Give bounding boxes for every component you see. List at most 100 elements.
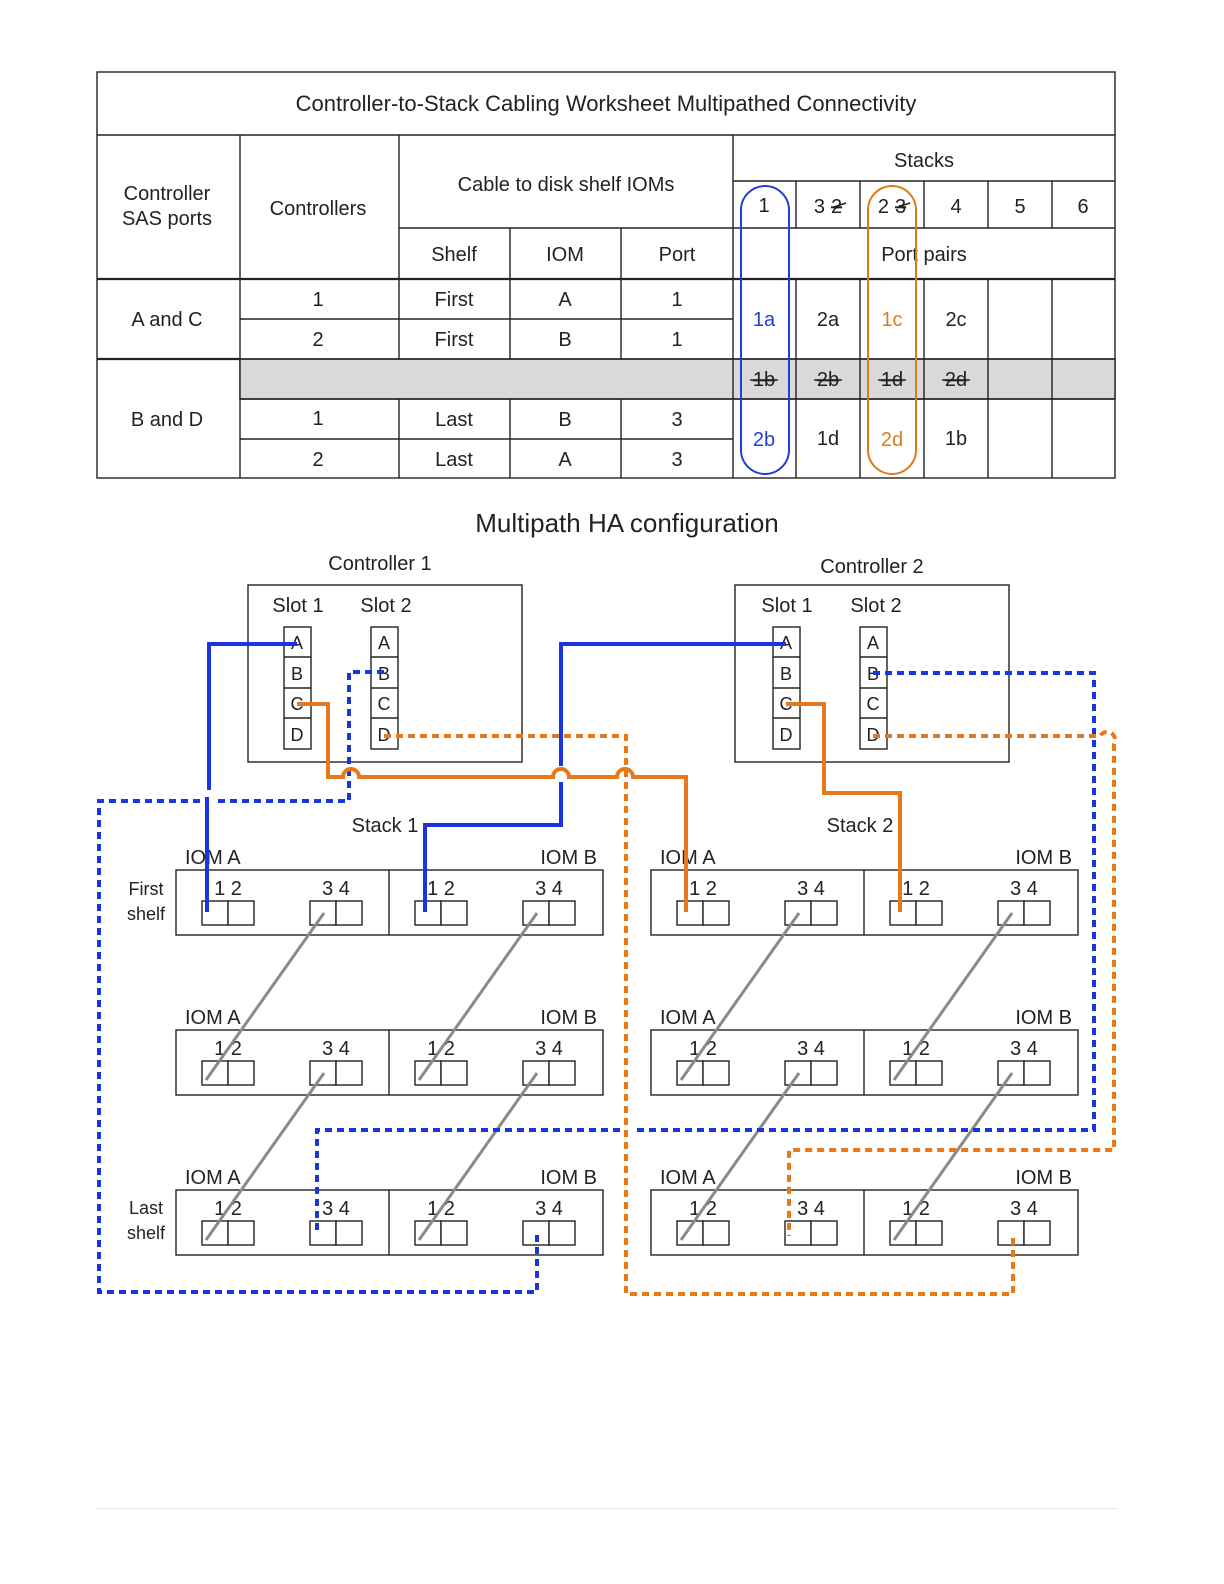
diagram-title: Multipath HA configuration — [475, 508, 779, 538]
stack-1-shelf-1-iom-b-port-4 — [548, 900, 576, 926]
stack-1-shelf-2-iom-a-chain-cable — [204, 1072, 326, 1241]
cable-c1-a-to-stack1-iom-a — [205, 642, 297, 912]
stack-2-shelf-1-iom-b-port-4 — [1023, 900, 1051, 926]
header-iom: IOM — [546, 244, 584, 266]
stack-1-shelf-3-iom-b-port-2 — [440, 1220, 468, 1246]
stack-1-shelf-2-iom-b-chain-cable — [417, 1072, 539, 1241]
worksheet-title: Controller-to-Stack Cabling Worksheet Mu… — [296, 91, 917, 116]
stack-1-shelf-1-iom-a-port-3 — [309, 900, 337, 926]
stack-2-shelf-3-iom-a-port-4 — [810, 1220, 838, 1246]
last-shelf-label-line1: Last — [129, 1198, 163, 1218]
group-b-row2-controller: 2 — [312, 449, 323, 471]
stack-2-shelf-2-iom-b-port-1 — [889, 1060, 917, 1086]
stack-1-shelf-1-iom-b-port-1 — [414, 900, 442, 926]
group-a-row2-iom: B — [558, 329, 571, 351]
stack-2-shelf-2-iom-b-label: IOM B — [1015, 1007, 1072, 1029]
stack-2-shelf-2-iom-b-chain-cable — [892, 1072, 1014, 1241]
group-a-row1-port: 1 — [671, 289, 682, 311]
stack-1-shelf-3-iom-a-port-4 — [335, 1220, 363, 1246]
stack-1-shelf-1-iom-a-chain-cable — [204, 912, 326, 1081]
stack-1-shelf-3-iom-a-port-3 — [309, 1220, 337, 1246]
stack-1-shelf-2-iom-b-port-4 — [548, 1060, 576, 1086]
group-b-row1-iom: B — [558, 409, 571, 431]
group-b-row1-shelf: Last — [435, 409, 473, 431]
controller-1-slot-2: Slot 2 — [360, 595, 411, 617]
stack-2-shelf-3-iom-a-label: IOM A — [660, 1167, 716, 1189]
stack-2-shelf-1-iom-b-port-2 — [915, 900, 943, 926]
first-shelf-label-line1: First — [129, 879, 164, 899]
stack-2-label: Stack 2 — [827, 815, 894, 837]
stack-2-shelf-1-iom-b-chain-cable — [892, 912, 1014, 1081]
group-a-pair-stack2: 2a — [817, 309, 840, 331]
stack-2-shelf-2-iom-b-ports-3-4-label: 3 4 — [1010, 1038, 1038, 1060]
controller-2-slot-2: Slot 2 — [850, 595, 901, 617]
last-shelf-label-line2: shelf — [127, 1223, 166, 1243]
stack-number-3-struck: 3 — [895, 196, 906, 218]
controller-1-slot2-port-a: A — [378, 633, 390, 653]
stack1-highlight — [740, 185, 790, 475]
group-b-pair-stack4: 1b — [945, 428, 967, 450]
stack-1-shelf-2-iom-b-port-1 — [414, 1060, 442, 1086]
stack-1-shelf-3-iom-a-port-2 — [227, 1220, 255, 1246]
stack-2-shelf-2-iom-a-label: IOM A — [660, 1007, 716, 1029]
stack-number-2-value: 3 — [814, 196, 825, 218]
group-a-row2-port: 1 — [671, 329, 682, 351]
controller-2-slot1-port-d: D — [780, 725, 793, 745]
stack-1-shelf-3-iom-b-port-4 — [548, 1220, 576, 1246]
group-a-label: A and C — [131, 309, 202, 331]
cable-c2-a-to-stack1-iom-b — [423, 642, 786, 912]
stack-2-shelf-1-iom-a-port-1 — [676, 900, 704, 926]
cable-c2-c-to-stack2-iom-b — [786, 702, 902, 912]
group-b-pair-stack2: 1d — [817, 428, 839, 450]
stack-number-6: 6 — [1077, 196, 1088, 218]
controller-1-slot2-port-c: C — [378, 694, 391, 714]
stack-2-shelf-1-iom-b-ports-1-2-label: 1 2 — [902, 878, 930, 900]
stack-1-shelf-2-iom-a-port-1 — [201, 1060, 229, 1086]
stack-2-cables — [297, 702, 1118, 1296]
controller-2: Controller 2 Slot 1 Slot 2 A B C D A B C… — [734, 556, 1010, 763]
stack-2-shelf-3-iom-a-ports-3-4-label: 3 4 — [797, 1198, 825, 1220]
stack-1-shelf-2-iom-b-port-2 — [440, 1060, 468, 1086]
stack-1-shelf-2-iom-a-ports-3-4-label: 3 4 — [322, 1038, 350, 1060]
stack-1-shelf-2-iom-b-label: IOM B — [540, 1007, 597, 1029]
stack-1-shelf-3-iom-b-ports-3-4-label: 3 4 — [535, 1198, 563, 1220]
stack-1-shelf-3-iom-a-port-1 — [201, 1220, 229, 1246]
stack-2-shelf-3-iom-b-port-2 — [915, 1220, 943, 1246]
stack-2-shelf-2-iom-a-port-2 — [702, 1060, 730, 1086]
header-port: Port — [659, 244, 696, 266]
stack-2-shelf-3-iom-b-port-1 — [889, 1220, 917, 1246]
stack-1-shelf-2-iom-a-port-2 — [227, 1060, 255, 1086]
stack-2-shelf-1-iom-b-label: IOM B — [1015, 847, 1072, 869]
group-b-pair-stack3: 2d — [881, 429, 903, 451]
stack-1-shelf-1-iom-b-label: IOM B — [540, 847, 597, 869]
cable-c1-c-to-stack2-iom-a — [297, 702, 688, 912]
header-sas-ports-line1: Controller — [124, 183, 211, 205]
controller-1-slot-1: Slot 1 — [272, 595, 323, 617]
stack-2-shelf-2-iom-a-port-1 — [676, 1060, 704, 1086]
stack-1-shelf-1-iom-b-chain-cable — [417, 912, 539, 1081]
group-b-row2-iom: A — [558, 449, 572, 471]
stack-1-shelf-1-iom-b-ports-3-4-label: 3 4 — [535, 878, 563, 900]
stack-2-shelf-1-iom-a-chain-cable — [679, 912, 801, 1081]
stack-2-shelf-1-iom-b-port-1 — [889, 900, 917, 926]
table-border — [96, 71, 1116, 479]
group-b-row2-shelf: Last — [435, 449, 473, 471]
stack-2-shelf-2-iom-b-port-2 — [915, 1060, 943, 1086]
controller-1-label: Controller 1 — [328, 553, 431, 575]
group-a-pair-stack4: 2c — [945, 309, 966, 331]
controller-2-slot2-port-c: C — [867, 694, 880, 714]
stack-number-4: 4 — [950, 196, 961, 218]
header-stacks: Stacks — [894, 150, 954, 172]
controller-2-slot1-port-b: B — [780, 664, 792, 684]
stack-1-cables — [97, 642, 1096, 1294]
header-controllers: Controllers — [270, 198, 367, 220]
stack-1-shelf-1-iom-a-port-4 — [335, 900, 363, 926]
stack-1-shelf-2-iom-a-label: IOM A — [185, 1007, 241, 1029]
stack-1-shelf-1-iom-a-label: IOM A — [185, 847, 241, 869]
stack-2-shelf-1-iom-a-port-4 — [810, 900, 838, 926]
header-sas-ports-line2: SAS ports — [122, 208, 212, 230]
controller-1-slot1-port-d: D — [291, 725, 304, 745]
